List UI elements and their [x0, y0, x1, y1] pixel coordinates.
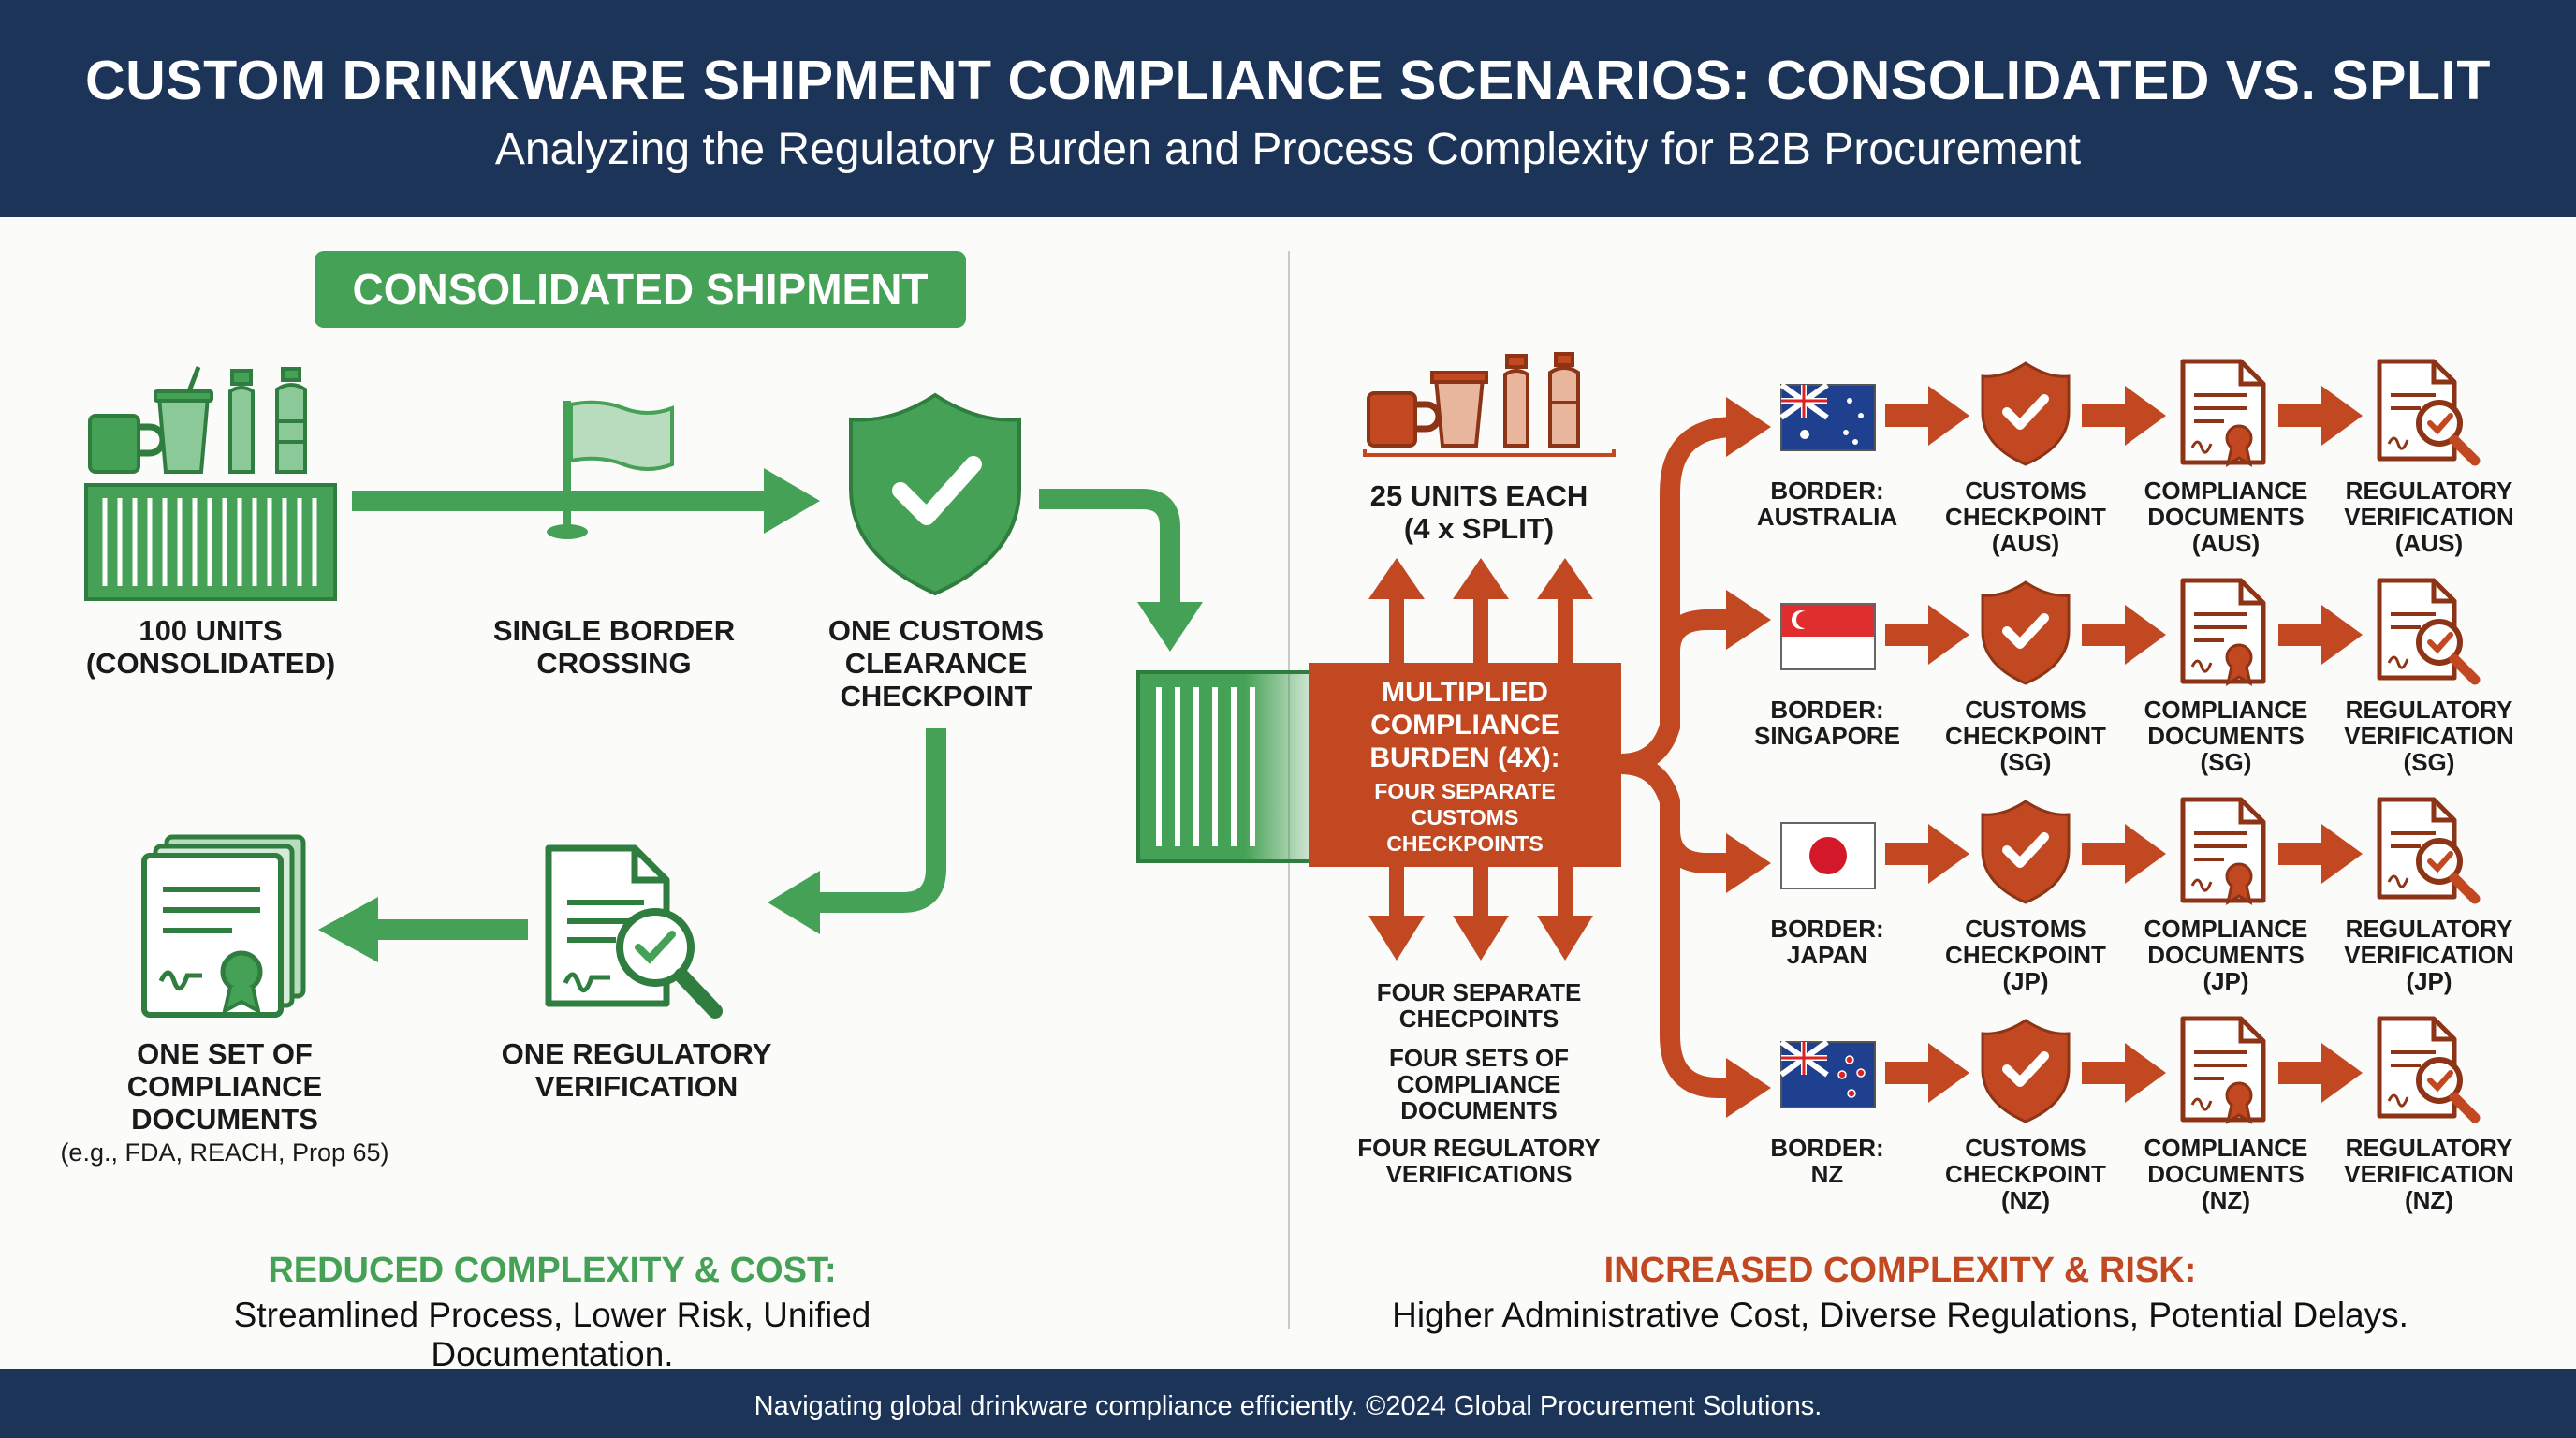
singapore-flag-icon [1780, 603, 1876, 670]
row-verify-label-jp: REGULATORY VERIFICATION (JP) [2344, 915, 2514, 995]
multiplied-burden-box: MULTIPLIED COMPLIANCE BURDEN (4X): FOUR … [1309, 663, 1621, 867]
regulatory-magnifier-icon [2377, 578, 2481, 685]
compliance-document-icon [2180, 1016, 2266, 1125]
compliance-document-icon [2180, 578, 2266, 687]
water-bottle-icon [1548, 352, 1580, 448]
flow-arrow [318, 897, 528, 962]
row-flow-arrow [2278, 386, 2363, 446]
row-flow-arrow [2082, 605, 2166, 665]
border-flag-icon [547, 400, 674, 539]
row-flow-arrow [1885, 824, 1969, 884]
new-zealand-flag-icon [1779, 1039, 1876, 1108]
flow-arrow [1039, 489, 1203, 652]
one-customs-label: ONE CUSTOMS CLEARANCE CHECKPOINT [827, 614, 1045, 712]
row-customs-label-aus: CUSTOMS CHECKPOINT (AUS) [1945, 477, 2106, 557]
burden-title: MULTIPLIED COMPLIANCE BURDEN (4X): [1369, 677, 1560, 773]
customs-shield-icon [1981, 361, 2071, 466]
customs-shield-icon [1981, 1019, 2071, 1123]
burden-subtitle: FOUR SEPARATE CUSTOMS CHECKPOINTS [1374, 779, 1556, 856]
page-subtitle: Analyzing the Regulatory Burden and Proc… [494, 125, 2082, 174]
regulatory-magnifier-icon [2377, 1016, 2481, 1123]
tumbler-icon [154, 366, 213, 474]
flow-arrow [768, 728, 946, 934]
regulatory-magnifier-icon [2377, 359, 2481, 466]
regulatory-magnifier-icon [2377, 797, 2481, 904]
compliance-document-icon [2180, 359, 2266, 468]
water-bottle-icon [275, 367, 307, 474]
one-documents-label: ONE SET OF COMPLIANCE DOCUMENTS [126, 1037, 323, 1136]
row-flow-arrow [2278, 824, 2363, 884]
increased-complexity-title: INCREASED COMPLEXITY & RISK: [1603, 1251, 2197, 1290]
reduced-complexity-text: Streamlined Process, Lower Risk, Unified… [233, 1296, 871, 1373]
australia-flag-icon [1779, 382, 1876, 451]
flow-arrow [352, 468, 820, 534]
row-flow-arrow [2278, 605, 2363, 665]
reduced-complexity-title: REDUCED COMPLEXITY & COST: [268, 1251, 837, 1290]
row-verify-label-sg: REGULATORY VERIFICATION (SG) [2344, 696, 2514, 776]
row-flow-arrow [2278, 1043, 2363, 1103]
split-list-documents: FOUR SETS OF COMPLIANCE DOCUMENTS [1388, 1044, 1570, 1124]
row-flow-arrow [2082, 1043, 2166, 1103]
documents-examples-note: (e.g., FDA, REACH, Prop 65) [60, 1138, 389, 1167]
row-customs-label-jp: CUSTOMS CHECKPOINT (JP) [1945, 915, 2106, 995]
single-border-label: SINGLE BORDER CROSSING [492, 614, 736, 680]
customs-shield-icon [1981, 800, 2071, 904]
transition-container-icon [1136, 670, 1333, 863]
up-arrows [1368, 558, 1593, 663]
row-verify-label-aus: REGULATORY VERIFICATION (AUS) [2344, 477, 2514, 557]
page-title: CUSTOM DRINKWARE SHIPMENT COMPLIANCE SCE… [85, 50, 2491, 111]
bottle-icon [1503, 354, 1530, 448]
shield-check-icon [849, 392, 1021, 596]
row-border-label-nz: BORDER: NZ [1770, 1134, 1884, 1188]
header-bar [0, 0, 2576, 217]
increased-complexity-text: Higher Administrative Cost, Diverse Regu… [1392, 1296, 2408, 1334]
row-flow-arrow [1885, 386, 1969, 446]
japan-flag-icon [1780, 822, 1876, 889]
footer-text: Navigating global drinkware compliance e… [754, 1391, 1822, 1421]
row-docs-label-aus: COMPLIANCE DOCUMENTS (AUS) [2144, 477, 2308, 557]
mug-icon [88, 414, 167, 474]
compliance-documents-icon [141, 834, 306, 1018]
row-verify-label-nz: REGULATORY VERIFICATION (NZ) [2344, 1134, 2514, 1214]
footer-bar [0, 1369, 2576, 1438]
row-docs-label-nz: COMPLIANCE DOCUMENTS (NZ) [2144, 1134, 2308, 1214]
regulatory-verification-icon [545, 844, 723, 1019]
compliance-document-icon [2180, 797, 2266, 906]
units-consolidated-label: 100 UNITS (CONSOLIDATED) [85, 614, 336, 680]
drinkware-icons-red [1363, 352, 1616, 457]
row-customs-label-nz: CUSTOMS CHECKPOINT (NZ) [1945, 1134, 2106, 1214]
row-customs-label-sg: CUSTOMS CHECKPOINT (SG) [1945, 696, 2106, 776]
row-flow-arrow [2082, 386, 2166, 446]
row-docs-label-sg: COMPLIANCE DOCUMENTS (SG) [2144, 696, 2308, 776]
row-border-label-aus: BORDER: AUSTRALIA [1756, 477, 1898, 531]
row-flow-arrow [2082, 824, 2166, 884]
mug-icon [1367, 391, 1442, 448]
consolidated-badge: CONSOLIDATED SHIPMENT [315, 251, 966, 328]
down-arrows [1368, 867, 1593, 961]
one-verification-label: ONE REGULATORY VERIFICATION [501, 1037, 772, 1103]
customs-shield-icon [1981, 580, 2071, 685]
split-list-verifications: FOUR REGULATORY VERIFICATIONS [1357, 1134, 1601, 1188]
split-list-checkpoints: FOUR SEPARATE CHECPOINTS [1376, 978, 1582, 1033]
branch-arrows [1620, 397, 1771, 1118]
row-docs-label-jp: COMPLIANCE DOCUMENTS (JP) [2144, 915, 2308, 995]
drinkware-icons-green [88, 366, 307, 474]
row-border-label-jp: BORDER: JAPAN [1770, 915, 1884, 969]
row-flow-arrow [1885, 1043, 1969, 1103]
row-border-label-sg: BORDER: SINGAPORE [1753, 696, 1901, 750]
shipping-container-icon [84, 483, 337, 601]
tumbler-icon [1430, 371, 1488, 448]
units-split-label: 25 UNITS EACH (4 x SPLIT) [1369, 479, 1588, 545]
row-flow-arrow [1885, 605, 1969, 665]
bottle-icon [228, 369, 255, 474]
